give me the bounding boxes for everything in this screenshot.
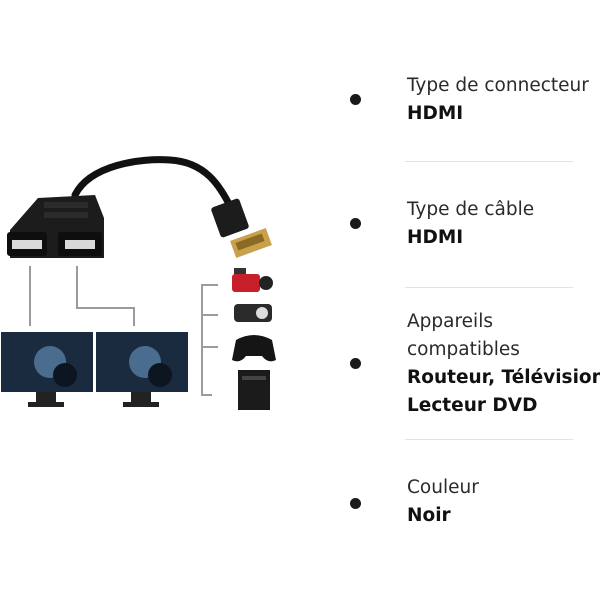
bullet-icon: [350, 358, 361, 369]
splitter-body-icon: [7, 195, 104, 258]
spec-value-line-1: Routeur, Télévision,: [407, 367, 600, 388]
spec-row-compatible-devices: Appareils compatibles Routeur, Télévisio…: [340, 308, 600, 420]
hdmi-plug-icon: [211, 198, 272, 258]
monitor-right-icon: [96, 332, 188, 407]
divider: [405, 287, 573, 288]
spec-row-color: Couleur Noir: [340, 474, 600, 534]
pc-tower-icon: [238, 370, 270, 410]
projector-icon: [234, 304, 272, 322]
spec-value: HDMI: [407, 103, 464, 124]
game-controller-icon: [232, 335, 276, 362]
divider: [405, 439, 573, 440]
bullet-icon: [350, 94, 361, 105]
spec-label-line-2: compatibles: [407, 339, 520, 360]
spec-label: Type de câble: [407, 199, 535, 220]
spec-value-line-2: Lecteur DVD: [407, 395, 538, 416]
spec-label: Type de connecteur: [407, 75, 589, 96]
spec-row-connector-type: Type de connecteur HDMI: [340, 72, 600, 132]
product-illustration: [1, 156, 276, 410]
spec-value: Noir: [407, 505, 451, 526]
bullet-icon: [350, 218, 361, 229]
cable-icon: [71, 156, 236, 214]
spec-label-line-1: Appareils: [407, 311, 493, 332]
bullet-icon: [350, 498, 361, 509]
connector-lines: [29, 266, 218, 396]
camcorder-icon: [232, 268, 273, 292]
divider: [405, 161, 573, 162]
spec-value: HDMI: [407, 227, 464, 248]
spec-label: Couleur: [407, 477, 479, 498]
monitor-left-icon: [1, 332, 93, 407]
spec-row-cable-type: Type de câble HDMI: [340, 196, 600, 256]
